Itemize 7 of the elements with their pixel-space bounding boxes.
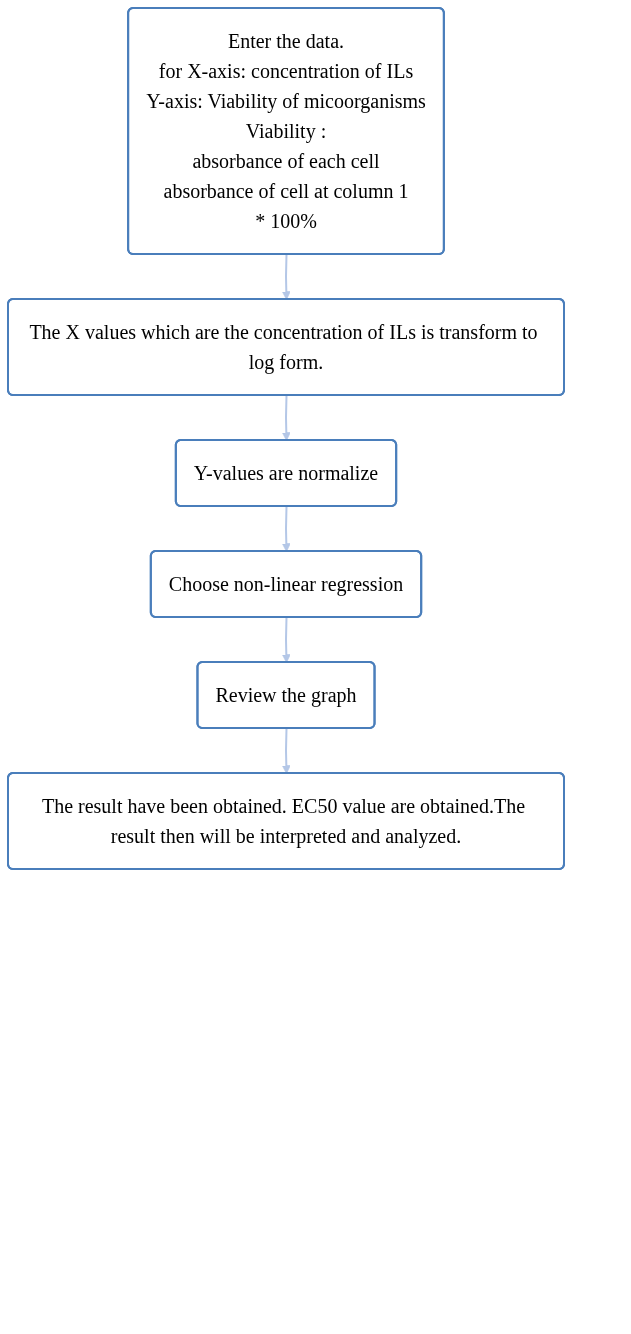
- node-text: The result have been obtained. EC50 value are obtained.The result then will be interpreted and analyzed.: [41, 795, 526, 847]
- node-text: The X values which are the concentration of ILs is transform to log form.: [29, 321, 538, 373]
- arrow: [281, 616, 291, 663]
- arrow: [281, 505, 291, 552]
- arrow: [281, 394, 291, 441]
- arrow: [281, 253, 291, 300]
- arrow: [281, 727, 291, 774]
